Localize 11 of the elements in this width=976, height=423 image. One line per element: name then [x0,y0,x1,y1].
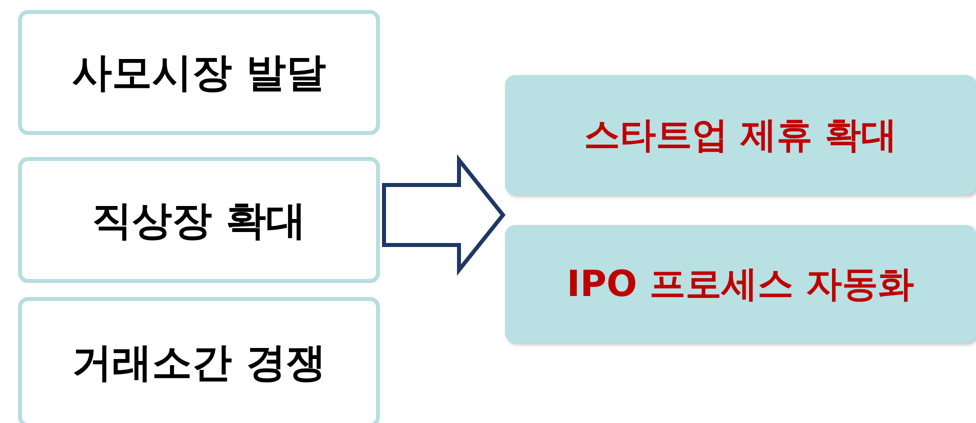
text-box [18,297,380,423]
box-label: 거래소간 경쟁 [72,338,326,388]
box-label: 사모시장 발달 [72,49,326,98]
text-box [18,157,380,283]
block-arrow [382,154,506,276]
text-box [505,225,976,343]
text-box [505,75,976,195]
box-label: 직상장 확대 [92,196,306,246]
box-label: IPO 프로세스 자동화 [566,262,914,306]
box-label: 스타트업 제휴 확대 [584,114,898,158]
text-box [18,10,380,135]
